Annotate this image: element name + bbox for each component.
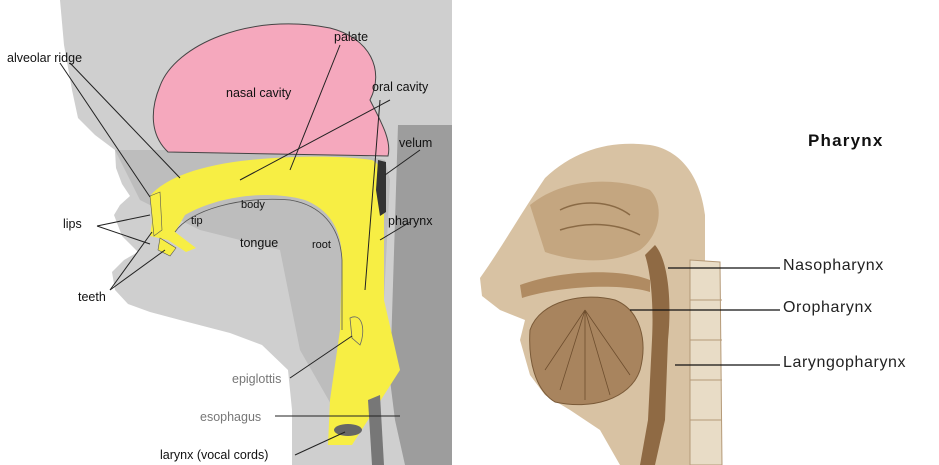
label-lips: lips	[63, 217, 82, 231]
pharynx-title: Pharynx	[808, 131, 884, 151]
label-palate: palate	[334, 30, 368, 44]
label-teeth: teeth	[78, 290, 106, 304]
label-epiglottis: epiglottis	[232, 372, 281, 386]
label-velum: velum	[399, 136, 432, 150]
label-larynx: larynx (vocal cords)	[160, 448, 268, 462]
label-pharynx: pharynx	[388, 214, 432, 228]
spine-region	[390, 125, 452, 465]
label-alveolar-ridge: alveolar ridge	[7, 51, 82, 65]
nasal-structures	[530, 182, 659, 261]
label-laryngopharynx: Laryngopharynx	[783, 356, 906, 370]
pharynx-illustration	[480, 144, 780, 465]
label-nasal-cavity: nasal cavity	[226, 86, 291, 100]
vocal-tract-diagram	[60, 0, 452, 465]
label-oral-cavity: oral cavity	[372, 80, 428, 94]
label-oropharynx: Oropharynx	[783, 301, 873, 315]
label-tongue: tongue	[240, 236, 278, 250]
label-tip: tip	[191, 214, 203, 228]
label-body: body	[241, 198, 265, 212]
label-esophagus: esophagus	[200, 410, 261, 424]
label-root: root	[312, 238, 331, 252]
vocal-cords-shape	[334, 424, 362, 436]
spine-shape	[690, 260, 722, 465]
label-nasopharynx: Nasopharynx	[783, 259, 884, 273]
